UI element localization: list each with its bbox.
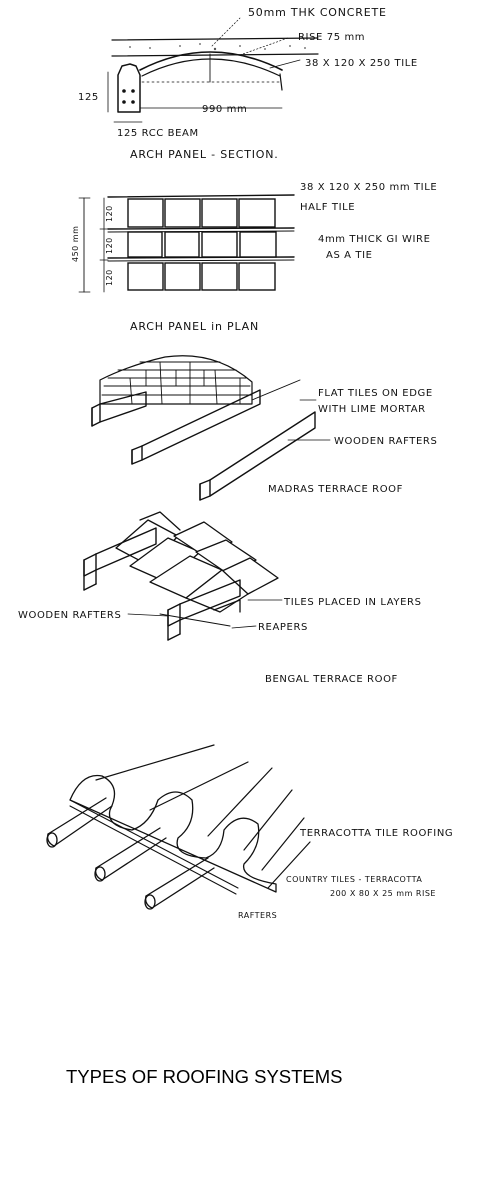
plan-row-dimension-1: 120 [105, 205, 114, 222]
arch-plan-caption: ARCH PANEL in PLAN [130, 320, 259, 333]
arch-panel-plan-drawing [78, 194, 295, 293]
tile-size-rise-label: 200 X 80 X 25 mm RISE [330, 889, 436, 898]
country-tiles-label: COUNTRY TILES - TERRACOTTA [286, 875, 422, 884]
madras-terrace-drawing [91, 355, 331, 501]
flat-tiles-label: FLAT TILES ON EDGE [318, 388, 433, 399]
bengal-rafters-label: WOODEN RAFTERS [18, 610, 121, 621]
span-dimension: 990 mm [202, 104, 247, 115]
terracotta-roofing-drawing [46, 744, 311, 910]
page-title: TYPES OF ROOFING SYSTEMS [66, 1066, 343, 1087]
concrete-label: 50mm THK CONCRETE [248, 6, 387, 19]
plan-total-dimension: 450 mm [71, 226, 80, 262]
gi-wire-label: 4mm THICK GI WIRE [318, 234, 431, 245]
tie-label: AS A TIE [326, 250, 373, 261]
half-tile-label: HALF TILE [300, 202, 355, 213]
plan-row-dimension-2: 120 [105, 237, 114, 254]
bengal-caption: BENGAL TERRACE ROOF [265, 674, 398, 685]
beam-height-dimension: 125 [78, 92, 99, 103]
plan-row-dimension-3: 120 [105, 269, 114, 286]
rise-label: RISE 75 mm [298, 32, 365, 43]
terracotta-caption: TERRACOTTA TILE ROOFING [299, 828, 453, 839]
plan-tile-label: 38 X 120 X 250 mm TILE [300, 182, 437, 193]
madras-caption: MADRAS TERRACE ROOF [268, 484, 403, 495]
rcc-beam-label: 125 RCC BEAM [117, 128, 199, 139]
reapers-label: REAPERS [258, 622, 308, 633]
madras-rafters-label: WOODEN RAFTERS [334, 436, 437, 447]
tile-size-label: 38 X 120 X 250 TILE [305, 58, 418, 69]
tiles-in-layers-label: TILES PLACED IN LAYERS [283, 597, 422, 608]
terracotta-rafters-label: RAFTERS [238, 911, 277, 920]
arch-panel-section-drawing [107, 17, 319, 123]
arch-section-caption: ARCH PANEL - SECTION. [130, 148, 279, 161]
bengal-terrace-drawing [83, 511, 283, 641]
lime-mortar-label: WITH LIME MORTAR [318, 404, 426, 415]
